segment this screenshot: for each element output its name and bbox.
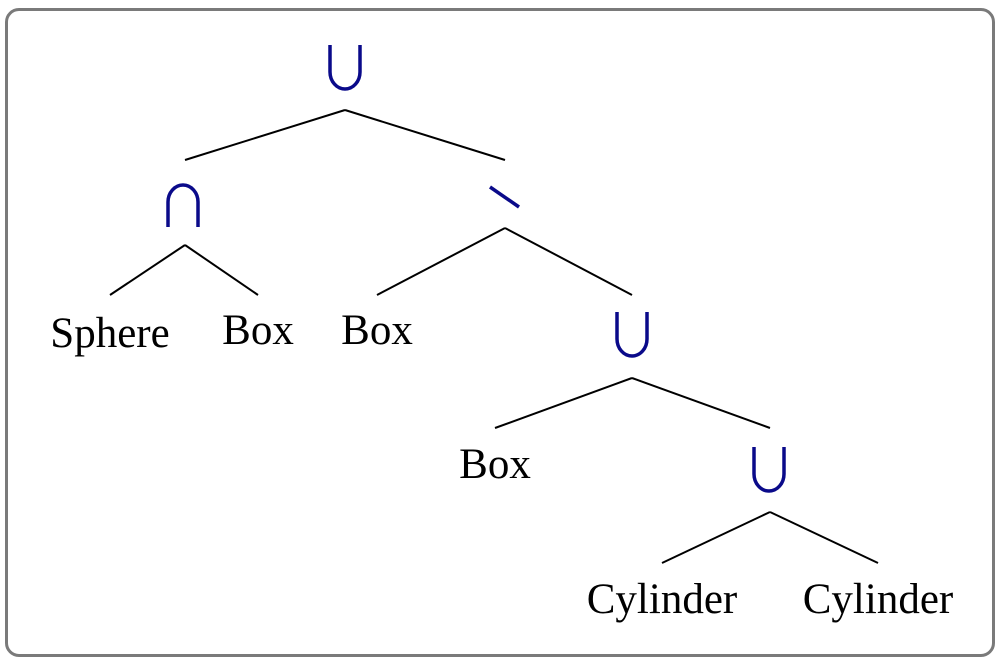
difference-icon (489, 185, 520, 209)
leaf-box: Box (341, 307, 413, 354)
tree-edges (109, 109, 879, 564)
edge-union-cylinder-left (661, 511, 771, 564)
leaf-cylinder: Cylinder (803, 576, 953, 623)
leaf-box: Box (222, 307, 294, 354)
edge-difference-box (376, 227, 506, 296)
leaf-sphere: Sphere (50, 310, 169, 357)
leaf-box: Box (459, 441, 531, 488)
edge-intersection-sphere (109, 244, 186, 296)
union-icon (615, 312, 649, 358)
diagram-frame (5, 8, 995, 657)
leaf-cylinder: Cylinder (587, 576, 737, 623)
edge-root-right (344, 109, 506, 161)
edge-root-left (184, 109, 346, 161)
edge-union-box (494, 377, 633, 429)
edge-union-cylinder-right (769, 511, 879, 564)
edge-union-union (631, 377, 771, 429)
intersection-icon (166, 183, 200, 227)
deep-union-icon (752, 447, 786, 493)
edge-difference-union (504, 227, 633, 296)
edge-intersection-box (184, 244, 259, 296)
root-union-icon (328, 45, 362, 91)
